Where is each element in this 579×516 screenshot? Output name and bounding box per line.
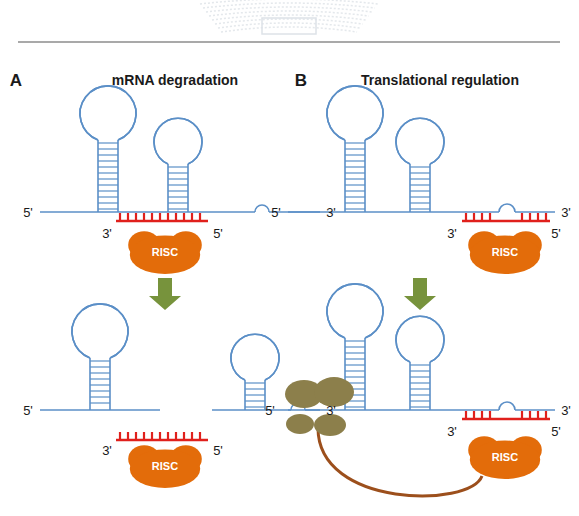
complex-label: RISC bbox=[125, 443, 205, 489]
mirna bbox=[116, 213, 208, 221]
bulge bbox=[499, 402, 515, 410]
strand-end-label: 5' bbox=[23, 404, 33, 417]
risc-complex: RISC bbox=[465, 229, 545, 275]
panel-letter: A bbox=[10, 72, 22, 89]
step-arrow bbox=[149, 278, 181, 310]
strand-end-label: 3' bbox=[326, 206, 336, 219]
mirna bbox=[462, 213, 550, 221]
ribosome bbox=[285, 377, 354, 436]
strand-end-label: 5' bbox=[265, 404, 275, 417]
panel-letter: B bbox=[295, 72, 307, 89]
header-rule bbox=[18, 41, 560, 42]
risc-complex: RISC bbox=[465, 434, 545, 480]
strand-end-label: 3' bbox=[561, 404, 571, 417]
watermark bbox=[200, 0, 378, 34]
stem-loop bbox=[72, 304, 128, 410]
risc-complex: RISC bbox=[125, 443, 205, 489]
stem-loop bbox=[327, 86, 383, 212]
strand-end-label: 5' bbox=[271, 206, 281, 219]
strand-end-label: 3' bbox=[102, 444, 112, 457]
strand-end-label: 3' bbox=[447, 227, 457, 240]
strand-end-label: 5' bbox=[213, 227, 223, 240]
risc-complex: RISC bbox=[125, 229, 205, 275]
step-arrow bbox=[404, 278, 436, 310]
mrna-strand bbox=[40, 409, 160, 411]
complex-label: RISC bbox=[125, 229, 205, 275]
strand-end-label: 3' bbox=[561, 206, 571, 219]
complex-label: RISC bbox=[465, 434, 545, 480]
strand-end-label: 5' bbox=[551, 227, 561, 240]
closed-loop-link bbox=[318, 428, 482, 496]
bulge bbox=[255, 205, 269, 212]
panel-title: Translational regulation bbox=[361, 73, 519, 87]
complex-label: RISC bbox=[465, 229, 545, 275]
stem-loop bbox=[396, 118, 444, 212]
panel-title: mRNA degradation bbox=[112, 73, 238, 87]
stem-loop bbox=[80, 86, 136, 212]
mirna bbox=[116, 432, 208, 440]
bulge bbox=[499, 204, 515, 212]
stem-loop bbox=[396, 316, 444, 410]
stem-loop bbox=[154, 118, 202, 212]
strand-end-label: 5' bbox=[213, 444, 223, 457]
strand-end-label: 5' bbox=[23, 206, 33, 219]
stem-loop bbox=[231, 334, 279, 410]
strand-end-label: 3' bbox=[447, 425, 457, 438]
mirna bbox=[462, 411, 550, 419]
strand-end-label: 3' bbox=[102, 227, 112, 240]
strand-end-label: 3' bbox=[326, 404, 336, 417]
strand-end-label: 5' bbox=[551, 425, 561, 438]
